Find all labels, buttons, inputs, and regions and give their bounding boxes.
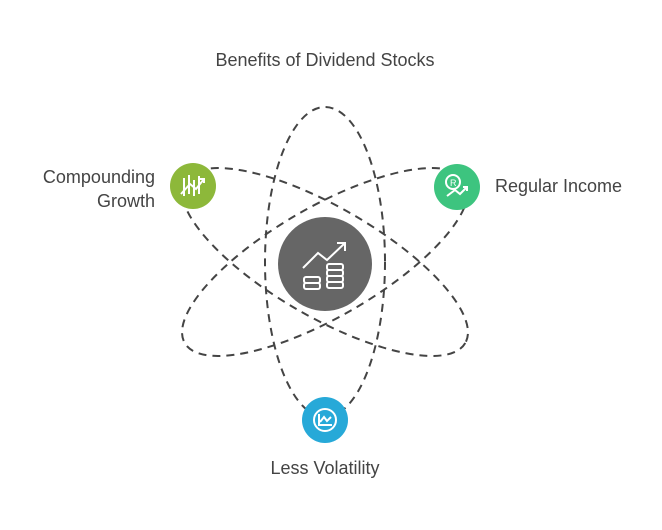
compounding-label-line2: Growth: [96, 191, 155, 211]
orbit-tilted-left: [181, 167, 469, 357]
compounding-node: [170, 163, 216, 209]
volatility-node: [302, 397, 348, 443]
income-label: Regular Income: [495, 176, 623, 196]
compounding-label: Compounding Growth: [43, 165, 155, 213]
chart-coins-icon: [302, 242, 346, 290]
svg-text:R: R: [450, 178, 457, 188]
center-node: [278, 217, 372, 311]
growth-bars-icon: [180, 175, 205, 196]
stable-chart-icon: [313, 408, 337, 432]
orbit-vertical: [264, 106, 386, 418]
income-node: R: [434, 164, 480, 210]
rupee-trend-icon: [445, 174, 468, 197]
compounding-label-line1: Compounding: [42, 167, 155, 187]
diagram-title: Benefits of Dividend Stocks: [215, 50, 435, 70]
volatility-label: Less Volatility: [270, 458, 380, 478]
